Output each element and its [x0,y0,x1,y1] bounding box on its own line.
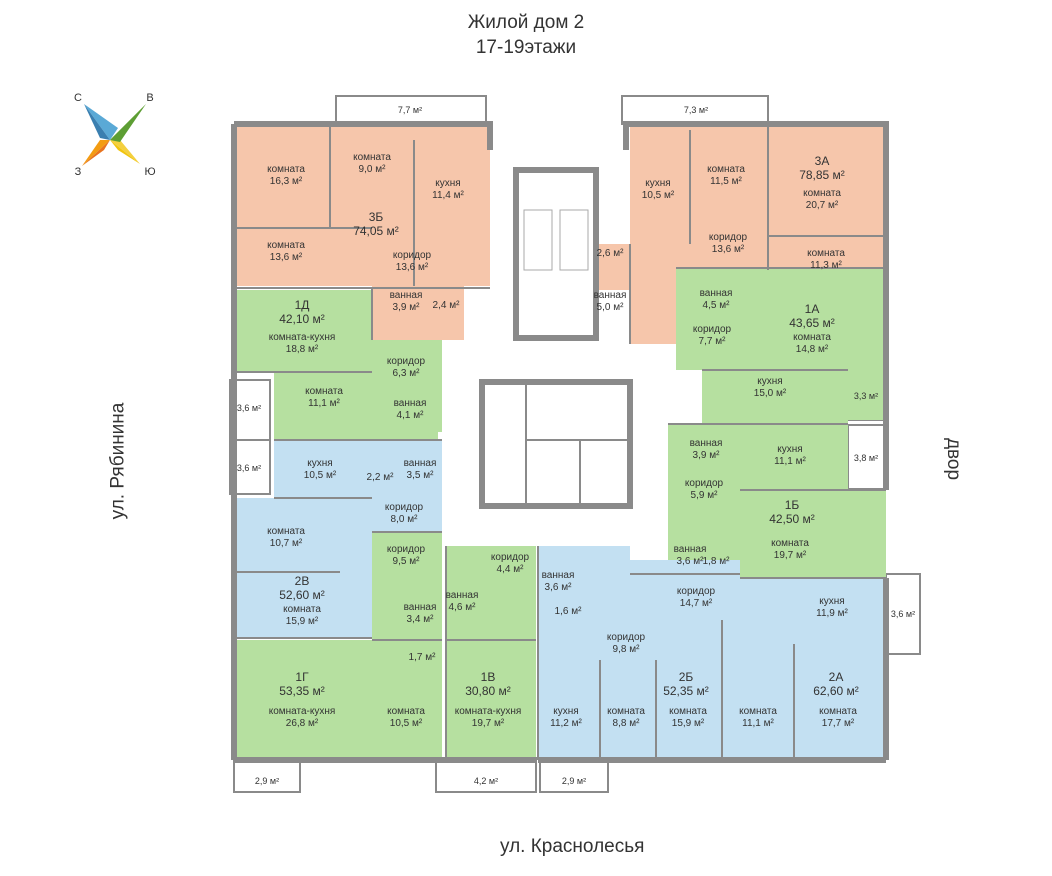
compass-east-label: В [146,92,154,104]
room-label: 1,8 м² [702,556,730,567]
compass-icon [82,104,146,166]
room-label: 1,6 м² [554,606,582,617]
room-label: 2,6 м² [596,248,624,259]
balcony-area: 2,9 м² [561,776,587,786]
balcony-area: 7,3 м² [683,105,709,115]
balcony-area: 3,3 м² [853,391,879,401]
apartment-fills [234,124,886,760]
balcony-area: 3,6 м² [236,463,262,473]
balcony-area: 7,7 м² [397,105,423,115]
compass-north-label: С [74,92,82,104]
compass-south-label: Ю [144,166,156,178]
balcony-area: 3,6 м² [890,609,916,619]
walls [231,121,889,763]
building-core [479,167,633,509]
room-label: 2,4 м² [432,300,460,311]
room-label: 2,2 м² [366,472,394,483]
building-title: Жилой дом 2 [467,12,585,33]
balcony-area: 2,9 м² [254,776,280,786]
balcony-area: 3,6 м² [236,403,262,413]
balcony-area: 3,8 м² [853,453,879,463]
compass-west-label: З [74,166,82,178]
street-bottom-label: ул. Краснолесья [500,836,645,857]
balcony-area: 4,2 м² [473,776,499,786]
room-label: 1,7 м² [408,652,436,663]
floors-subtitle: 17-19этажи [475,37,577,58]
